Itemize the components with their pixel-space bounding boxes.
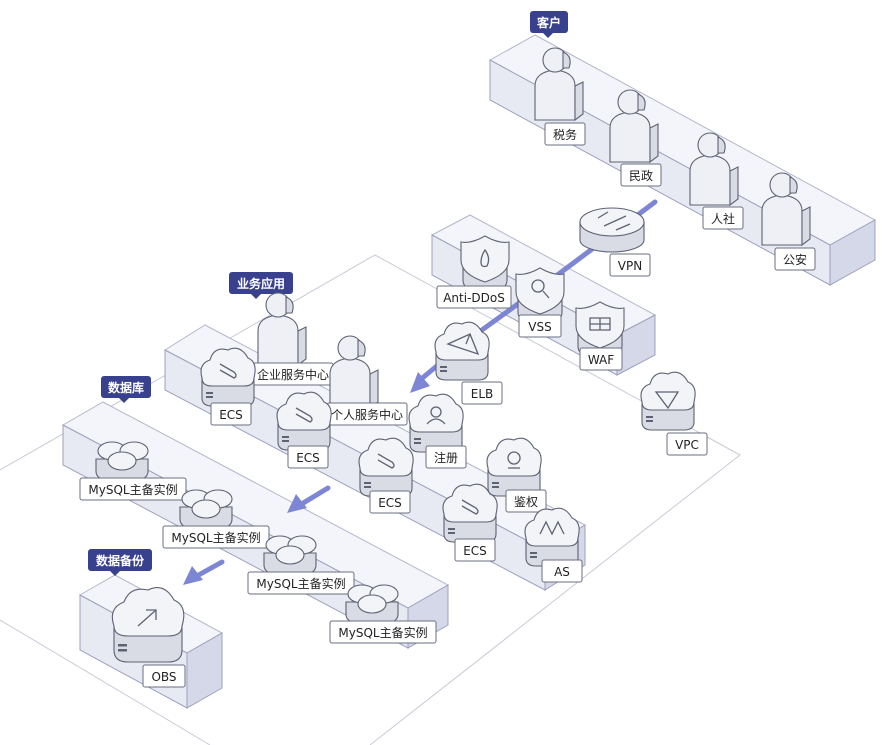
svg-text:业务应用: 业务应用 bbox=[237, 276, 285, 291]
label-mysql-4: MySQL主备实例 bbox=[329, 620, 437, 644]
svg-text:MySQL主备实例: MySQL主备实例 bbox=[88, 482, 177, 497]
label-vpc: VPC bbox=[666, 432, 708, 456]
svg-text:MySQL主备实例: MySQL主备实例 bbox=[338, 625, 427, 640]
label-hr: 人社 bbox=[702, 206, 744, 230]
obs-icon bbox=[111, 587, 185, 663]
svg-text:税务: 税务 bbox=[553, 127, 577, 142]
auth-icon bbox=[486, 437, 542, 497]
svg-text:Anti-DDoS: Anti-DDoS bbox=[443, 291, 505, 305]
svg-text:数据库: 数据库 bbox=[108, 380, 144, 395]
svg-text:数据备份: 数据备份 bbox=[96, 553, 145, 568]
svg-text:ECS: ECS bbox=[463, 544, 487, 558]
label-ecs-1: ECS bbox=[210, 402, 252, 426]
label-personal-center: 个人服务中心 bbox=[326, 402, 408, 426]
vpc-icon bbox=[640, 371, 696, 431]
svg-text:企业服务中心: 企业服务中心 bbox=[257, 367, 329, 382]
svg-text:客户: 客户 bbox=[536, 15, 561, 30]
ecs-icon-2 bbox=[276, 391, 332, 451]
mysql-icon-3 bbox=[263, 535, 317, 576]
tag-database: 数据库 bbox=[101, 376, 151, 403]
svg-text:ECS: ECS bbox=[378, 496, 402, 510]
elb-icon bbox=[434, 321, 490, 381]
label-mysql-2: MySQL主备实例 bbox=[162, 525, 270, 549]
ecs-icon-1 bbox=[200, 347, 256, 407]
anti-ddos-icon bbox=[460, 235, 510, 291]
svg-text:VPN: VPN bbox=[618, 259, 642, 273]
svg-text:MySQL主备实例: MySQL主备实例 bbox=[256, 576, 345, 591]
label-ecs-4: ECS bbox=[454, 538, 496, 562]
tag-customer: 客户 bbox=[530, 11, 568, 38]
svg-text:MySQL主备实例: MySQL主备实例 bbox=[171, 530, 260, 545]
svg-text:人社: 人社 bbox=[711, 211, 735, 226]
ecs-icon-4 bbox=[442, 483, 498, 543]
outer-plate-bottom bbox=[0, 619, 211, 745]
label-obs: OBS bbox=[142, 664, 186, 688]
mysql-icon-4 bbox=[345, 584, 399, 625]
svg-text:AS: AS bbox=[554, 565, 570, 579]
mysql-icon-2 bbox=[179, 489, 233, 530]
vss-icon bbox=[515, 267, 565, 323]
label-elb: ELB bbox=[461, 381, 503, 405]
label-mysql-3: MySQL主备实例 bbox=[247, 571, 355, 595]
svg-text:个人服务中心: 个人服务中心 bbox=[331, 407, 403, 422]
ecs-icon-3 bbox=[358, 437, 414, 497]
label-civil: 民政 bbox=[620, 163, 662, 187]
svg-text:ECS: ECS bbox=[219, 408, 243, 422]
label-mysql-1: MySQL主备实例 bbox=[79, 477, 187, 501]
tag-backup: 数据备份 bbox=[88, 549, 152, 576]
label-ecs-3: ECS bbox=[369, 490, 411, 514]
label-as: AS bbox=[541, 559, 583, 583]
register-icon bbox=[408, 393, 464, 453]
svg-text:ECS: ECS bbox=[296, 451, 320, 465]
label-police: 公安 bbox=[774, 247, 816, 271]
svg-text:VPC: VPC bbox=[675, 438, 699, 452]
label-waf: WAF bbox=[579, 347, 623, 371]
label-tax: 税务 bbox=[544, 122, 586, 146]
label-register: 注册 bbox=[425, 445, 467, 469]
label-auth: 鉴权 bbox=[505, 489, 547, 513]
label-vss: VSS bbox=[518, 314, 562, 338]
tag-business: 业务应用 bbox=[229, 272, 293, 299]
mysql-icon-1 bbox=[95, 441, 149, 482]
svg-text:ELB: ELB bbox=[471, 387, 494, 401]
as-icon bbox=[524, 507, 580, 567]
label-anti-ddos: Anti-DDoS bbox=[436, 285, 512, 309]
vpn-icon bbox=[579, 207, 645, 253]
svg-text:VSS: VSS bbox=[528, 320, 551, 334]
label-vpn: VPN bbox=[609, 253, 651, 277]
person-icon-enterprise bbox=[257, 292, 307, 366]
svg-text:注册: 注册 bbox=[434, 450, 458, 465]
label-ecs-2: ECS bbox=[287, 445, 329, 469]
waf-icon bbox=[575, 301, 625, 357]
person-icon-personal bbox=[329, 335, 379, 409]
svg-text:公安: 公安 bbox=[783, 252, 807, 267]
label-enterprise-center: 企业服务中心 bbox=[252, 362, 334, 386]
svg-text:OBS: OBS bbox=[151, 670, 176, 684]
svg-text:鉴权: 鉴权 bbox=[514, 495, 538, 509]
svg-text:民政: 民政 bbox=[629, 169, 653, 183]
svg-text:WAF: WAF bbox=[588, 353, 614, 367]
